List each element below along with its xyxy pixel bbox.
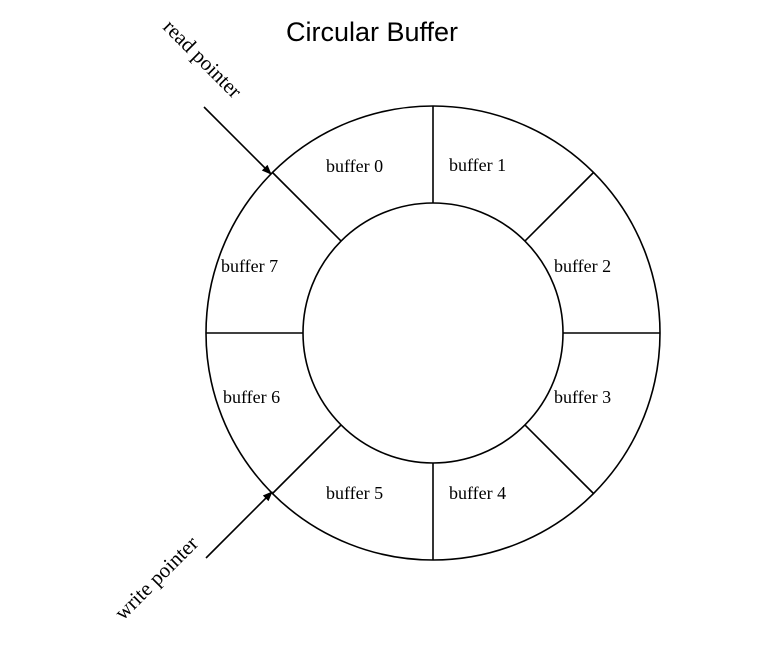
diagram-title: Circular Buffer	[286, 17, 458, 47]
divider-top-left	[271, 171, 342, 242]
read-pointer: read pointer	[158, 15, 272, 175]
divider-bottom-right	[524, 424, 595, 495]
segment-label-7: buffer 7	[221, 256, 278, 276]
divider-bottom-left	[271, 424, 342, 495]
segment-dividers	[206, 106, 660, 560]
inner-ring	[302, 202, 564, 464]
segment-label-0: buffer 0	[326, 156, 383, 176]
write-pointer-label: write pointer	[110, 531, 203, 624]
segment-label-1: buffer 1	[449, 155, 506, 175]
segment-labels: buffer 0 buffer 1 buffer 2 buffer 3 buff…	[221, 155, 611, 503]
read-pointer-label: read pointer	[158, 15, 246, 103]
segment-label-3: buffer 3	[554, 387, 611, 407]
read-pointer-arrow	[203, 106, 272, 175]
write-pointer: write pointer	[110, 491, 273, 625]
write-pointer-arrow	[205, 491, 273, 559]
segment-label-6: buffer 6	[223, 387, 280, 407]
segment-label-4: buffer 4	[449, 483, 506, 503]
segment-label-2: buffer 2	[554, 256, 611, 276]
segment-label-5: buffer 5	[326, 483, 383, 503]
divider-top-right	[524, 171, 595, 242]
